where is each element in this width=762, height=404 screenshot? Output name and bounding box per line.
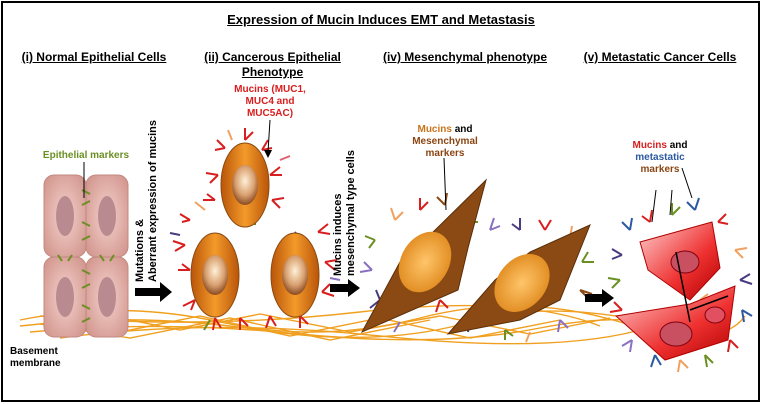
panel-ii-line2: Phenotype xyxy=(241,65,304,79)
diagram-title: Expression of Mucin Induces EMT and Meta… xyxy=(227,12,535,27)
meta-and-word: and xyxy=(666,140,688,151)
transition-arrow-3 xyxy=(585,289,614,307)
metastatic-markers-label: Mucins and metastatic markers xyxy=(610,140,710,176)
basement-line1: Basement xyxy=(10,346,58,357)
meta-line2: metastatic xyxy=(635,152,685,163)
transition-2-line2: mesenchymal type cells xyxy=(345,150,357,276)
transition-2-line1: Mucins induces xyxy=(332,193,344,276)
panel-i-label: (i) Normal Epithelial Cells xyxy=(21,50,167,64)
normal-epithelial-cells xyxy=(43,162,129,338)
panel-iv-label: (iv) Mesenchymal phenotype xyxy=(382,50,548,64)
mesen-mucins-word: Mucins xyxy=(417,124,452,135)
mucins-label-line2: MUC4 and xyxy=(245,96,295,107)
basement-membrane-label: Basement membrane xyxy=(10,346,61,370)
transition-1-line2: Aberrant expression of mucins xyxy=(147,120,159,282)
transition-text-2: Mucins induces mesenchymal type cells xyxy=(332,150,358,276)
mucins-label-line1: Mucins (MUC1, xyxy=(234,84,306,95)
epithelial-markers-label: Epithelial markers xyxy=(42,150,130,161)
mucin-branches-ii xyxy=(169,128,341,331)
mucins-label-line3: MUC5AC) xyxy=(246,108,294,119)
transition-1-line1: Mutations & xyxy=(134,219,146,282)
mesen-line2: Mesenchymal xyxy=(412,136,478,147)
basement-line2: membrane xyxy=(10,358,61,369)
panel-ii-label: (ii) Cancerous Epithelial Phenotype xyxy=(190,50,355,80)
cancerous-epithelial-cells xyxy=(169,119,341,331)
meta-mucins-word: Mucins xyxy=(632,140,667,151)
mesen-line3: markers xyxy=(425,148,465,159)
transition-text-1: Mutations & Aberrant expression of mucin… xyxy=(134,120,160,282)
metastatic-cells xyxy=(607,167,753,373)
meta-line3: markers xyxy=(640,164,680,175)
mesenchymal-cells xyxy=(359,157,594,343)
transition-arrow-1 xyxy=(135,282,172,302)
panel-v-label: (v) Metastatic Cancer Cells xyxy=(583,50,737,64)
transition-arrow-2 xyxy=(330,279,360,297)
mesenchymal-markers-label: Mucins and Mesenchymal markers xyxy=(395,124,495,160)
mesen-and-word: and xyxy=(451,124,473,135)
panel-ii-line1: (ii) Cancerous Epithelial xyxy=(204,50,341,64)
mucins-label: Mucins (MUC1, MUC4 and MUC5AC) xyxy=(220,84,320,120)
